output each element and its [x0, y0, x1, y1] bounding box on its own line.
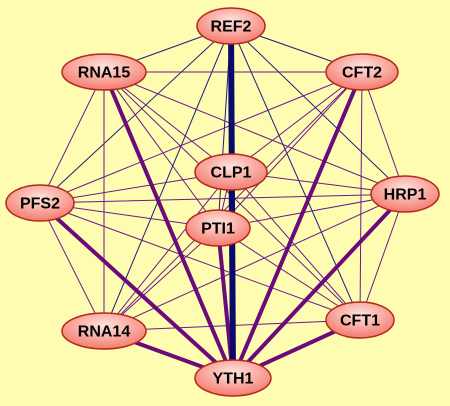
node-label: YTH1	[213, 371, 254, 388]
node-ellipse	[194, 359, 272, 397]
edge-pfs2-rna14	[39, 202, 105, 332]
node-label: RNA14	[78, 324, 131, 341]
node-ellipse	[325, 301, 395, 339]
node-ellipse	[5, 184, 75, 222]
node-yth1[interactable]: YTH1	[194, 359, 272, 397]
node-label: HRP1	[384, 187, 427, 204]
edge-pfs2-yth1	[38, 201, 235, 380]
node-label: PFS2	[20, 196, 60, 213]
edge-pfs2-hrp1	[39, 193, 406, 204]
node-ellipse	[325, 53, 399, 91]
node-cft2[interactable]: CFT2	[325, 53, 399, 91]
node-rna14[interactable]: RNA14	[61, 312, 147, 350]
edge-rna15-pfs2	[39, 71, 105, 204]
edge-pti1-rna14	[103, 227, 219, 332]
node-ellipse	[370, 175, 440, 213]
edge-rna15-yth1	[102, 70, 235, 380]
edge-ref2-hrp1	[230, 25, 406, 195]
node-clp1[interactable]: CLP1	[194, 153, 268, 191]
edge-hrp1-cft1	[359, 193, 406, 321]
edge-ref2-cft1	[230, 25, 361, 321]
node-pti1[interactable]: PTI1	[185, 209, 251, 247]
edge-cft2-clp1	[230, 71, 363, 173]
node-ref2[interactable]: REF2	[196, 7, 266, 45]
node-ellipse	[194, 153, 268, 191]
node-ellipse	[61, 53, 147, 91]
edge-rna15-clp1	[103, 71, 232, 173]
edge-cft2-pfs2	[39, 71, 363, 204]
node-label: REF2	[211, 19, 252, 36]
edge-clp1-cft1	[230, 171, 361, 321]
node-label: CFT1	[340, 313, 380, 330]
node-ellipse	[185, 209, 251, 247]
node-label: CFT2	[342, 65, 382, 82]
node-rna15[interactable]: RNA15	[61, 53, 147, 91]
node-ellipse	[61, 312, 147, 350]
edge-cft2-hrp1	[361, 71, 406, 195]
edge-cft2-cft1	[359, 71, 363, 321]
node-ellipse	[196, 7, 266, 45]
node-label: CLP1	[211, 165, 252, 182]
edge-rna15-hrp1	[103, 71, 406, 195]
edge-ref2-yth1	[228, 23, 236, 381]
edge-rna15-pti1	[103, 71, 219, 229]
node-hrp1[interactable]: HRP1	[370, 175, 440, 213]
edge-cft2-pti1	[217, 71, 363, 229]
edge-cft2-yth1	[231, 70, 364, 380]
node-cft1[interactable]: CFT1	[325, 301, 395, 339]
node-pfs2[interactable]: PFS2	[5, 184, 75, 222]
node-label: PTI1	[201, 221, 235, 238]
node-label: RNA15	[78, 65, 131, 82]
edge-hrp1-yth1	[231, 192, 407, 380]
edge-pti1-cft1	[217, 227, 361, 321]
